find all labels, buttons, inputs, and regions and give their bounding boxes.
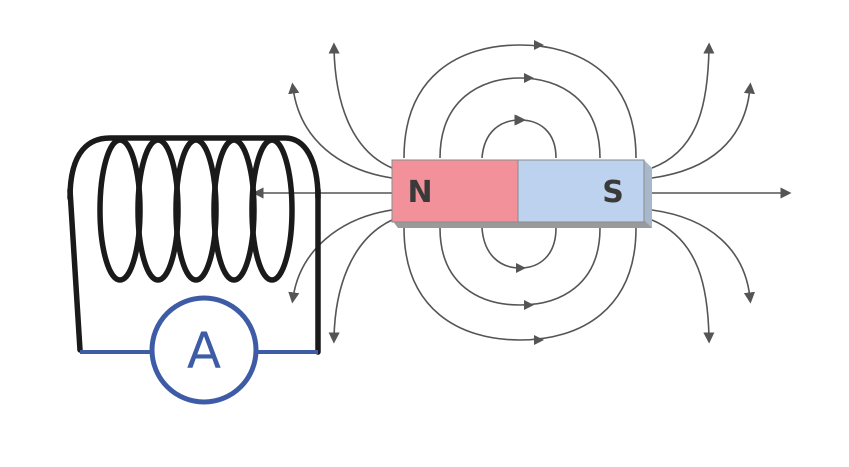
arrowhead-bottom-middle xyxy=(524,300,534,310)
north-pole-label: N xyxy=(407,175,432,210)
field-line-right-lower-2 xyxy=(651,219,715,344)
field-line-left-upper-2 xyxy=(328,42,393,169)
field-line-left-lower-2 xyxy=(328,219,393,344)
coil-lead-left xyxy=(67,187,83,353)
field-loop-top-inner xyxy=(481,114,557,159)
arrowhead-bottom-outer xyxy=(534,335,544,345)
south-pole-label: S xyxy=(602,175,624,210)
field-line-left-lower-1 xyxy=(288,209,393,304)
field-line-right-upper-2 xyxy=(651,42,715,169)
ammeter-body xyxy=(149,295,259,405)
field-line-right-lower-1 xyxy=(651,209,755,304)
field-loop-top-outer xyxy=(403,44,637,159)
magnet-south-pole xyxy=(517,159,645,223)
magnetic-field-lines xyxy=(252,42,792,344)
coil-turn-5 xyxy=(249,137,295,283)
coil-turn-1 xyxy=(97,137,143,283)
field-loop-bottom-inner xyxy=(481,227,557,269)
arrowhead-top-middle xyxy=(524,73,534,83)
field-loop-bottom-middle xyxy=(439,227,601,306)
arrowhead-bottom-inner xyxy=(516,263,526,273)
magnet-north-pole xyxy=(391,159,519,223)
field-loop-top-middle xyxy=(439,77,601,159)
coil-turn-4 xyxy=(211,137,257,283)
loop-arrowheads xyxy=(516,40,544,345)
field-loop-bottom-outer xyxy=(403,227,637,341)
ammeter-label: A xyxy=(187,322,221,380)
ammeter-circuit: A xyxy=(80,295,318,405)
field-line-left-upper-1 xyxy=(288,82,393,179)
arrowhead-top-outer xyxy=(534,40,544,50)
wire-coil xyxy=(67,135,321,355)
coil-turn-2 xyxy=(135,137,181,283)
field-line-right-upper-1 xyxy=(651,82,756,179)
bar-magnet: N S xyxy=(391,159,652,228)
arrowhead-top-inner xyxy=(516,115,526,125)
magnet-bevel-side xyxy=(644,160,652,228)
coil-turn-3 xyxy=(173,137,219,283)
